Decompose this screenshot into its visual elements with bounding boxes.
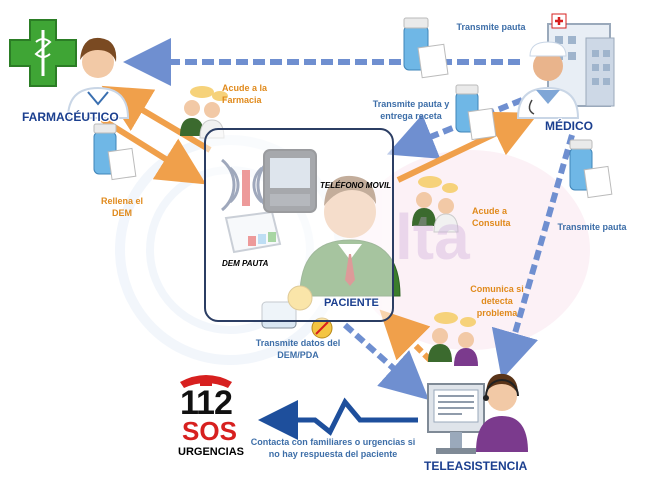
label-transmite-pauta-right: Transmite pauta	[557, 222, 627, 232]
medicine-bottle-icon-left	[93, 123, 137, 181]
label-acude-farmacia: Acude a la Farmacia	[222, 83, 268, 105]
label-transmite-pauta-top: Transmite pauta	[456, 22, 526, 32]
label-comunica: Comunica si detecta problema	[470, 284, 524, 318]
phone-icon	[180, 375, 232, 388]
label-acude-consulta: Acude a Consulta	[472, 206, 511, 228]
pharmacy-cross-icon	[9, 19, 77, 87]
logo-112: 112	[180, 384, 233, 422]
arrow-medico-teleasistencia	[491, 134, 575, 380]
medicine-bottle-icon-mid	[455, 84, 497, 141]
medicine-bottle-icon-right	[569, 139, 613, 199]
label-transmite-datos: Transmite datos del DEM/PDA	[255, 338, 341, 360]
logo-sos: SOS	[182, 416, 237, 446]
pharmacist-avatar-icon	[66, 37, 130, 119]
label-telefono-movil: TELÉFONO MOVIL	[320, 181, 392, 190]
node-urgencias: URGENCIAS	[178, 446, 245, 458]
arrow-teleasistencia-paciente	[379, 309, 433, 363]
label-rellena-dem: Rellena el DEM	[100, 196, 144, 218]
node-teleasistencia: TELEASISTENCIA	[424, 459, 528, 473]
arrow-paciente-farmacia	[101, 85, 212, 153]
arrow-teleasistencia-112	[258, 397, 418, 440]
teleassistance-computer-icon	[427, 383, 485, 454]
patient-center-box	[204, 128, 394, 322]
label-contacta: Contacta con familiares o urgencias si n…	[250, 437, 416, 459]
doctor-avatar-icon	[516, 41, 580, 119]
label-transmite-pauta-receta: Transmite pauta y entrega receta	[372, 99, 450, 121]
node-medico: MÉDICO	[545, 119, 593, 133]
operator-headset-icon	[476, 373, 528, 452]
watermark-text: lta	[395, 201, 470, 273]
patient-couple-comunica-icon	[428, 312, 478, 366]
node-paciente: PACIENTE	[324, 297, 379, 309]
arrow-paciente-medico	[396, 111, 539, 183]
node-farmaceutico: FARMACÉUTICO	[22, 110, 119, 124]
hospital-building-icon	[547, 13, 615, 107]
label-dem-pauta: DEM PAUTA	[222, 259, 269, 268]
medicine-bottle-icon-top	[403, 17, 449, 79]
patient-couple-consulta-icon	[412, 176, 459, 233]
arrow-paciente-teleasistencia	[343, 322, 429, 400]
